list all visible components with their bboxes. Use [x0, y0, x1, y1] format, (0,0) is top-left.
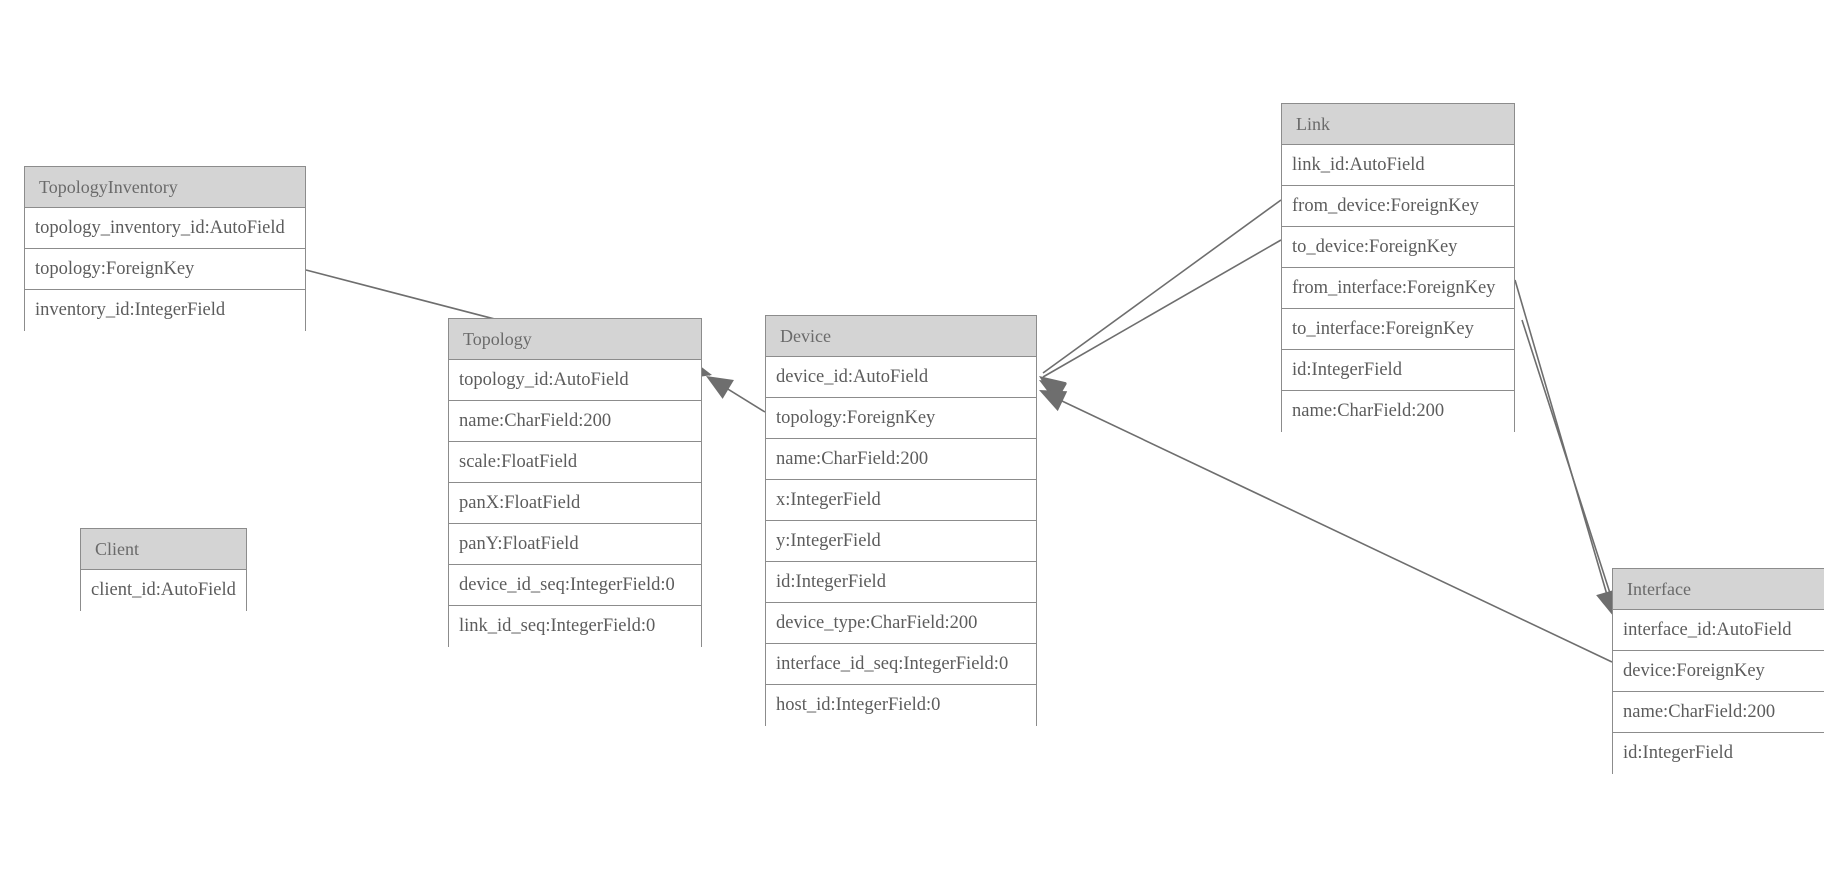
- entity-title-interface: Interface: [1613, 569, 1824, 610]
- entity-field-device-3: x:IntegerField: [766, 480, 1036, 521]
- entity-field-topologyinventory-1: topology:ForeignKey: [25, 249, 305, 290]
- relationship-line-link-from-device: [1042, 199, 1282, 374]
- entity-field-interface-3: id:IntegerField: [1613, 733, 1824, 774]
- entity-field-device-6: device_type:CharField:200: [766, 603, 1036, 644]
- entity-field-link-4: to_interface:ForeignKey: [1282, 309, 1514, 350]
- entity-field-link-6: name:CharField:200: [1282, 391, 1514, 432]
- arrowhead-icon-interface-device: [1039, 390, 1068, 412]
- entity-field-topology-6: link_id_seq:IntegerField:0: [449, 606, 701, 647]
- entity-field-topology-2: scale:FloatField: [449, 442, 701, 483]
- relationship-device-topology: [706, 376, 766, 413]
- entity-field-topology-5: device_id_seq:IntegerField:0: [449, 565, 701, 606]
- entity-title-link: Link: [1282, 104, 1514, 145]
- relationship-link-from-interface: [1514, 279, 1618, 617]
- relationship-line-link-from-interface: [1514, 279, 1613, 613]
- entity-field-interface-2: name:CharField:200: [1613, 692, 1824, 733]
- entity-field-topologyinventory-2: inventory_id:IntegerField: [25, 290, 305, 331]
- entity-field-interface-0: interface_id:AutoField: [1613, 610, 1824, 651]
- relationship-line-link-to-interface: [1521, 319, 1619, 619]
- entity-field-device-4: y:IntegerField: [766, 521, 1036, 562]
- entity-title-topologyinventory: TopologyInventory: [25, 167, 305, 208]
- entity-title-client: Client: [81, 529, 246, 570]
- entity-field-topology-4: panY:FloatField: [449, 524, 701, 565]
- entity-field-topologyinventory-0: topology_inventory_id:AutoField: [25, 208, 305, 249]
- relationship-link-from-device: [1039, 199, 1282, 401]
- arrowhead-icon-device-topology: [706, 376, 734, 399]
- entity-field-client-0: client_id:AutoField: [81, 570, 246, 611]
- arrowhead-icon-link-to-device: [1039, 380, 1068, 403]
- arrowhead-icon-link-from-device: [1039, 376, 1067, 401]
- entity-field-interface-1: device:ForeignKey: [1613, 651, 1824, 692]
- entity-title-topology: Topology: [449, 319, 701, 360]
- entity-field-link-2: to_device:ForeignKey: [1282, 227, 1514, 268]
- entity-field-link-3: from_interface:ForeignKey: [1282, 268, 1514, 309]
- entity-field-link-5: id:IntegerField: [1282, 350, 1514, 391]
- entity-field-device-0: device_id:AutoField: [766, 357, 1036, 398]
- entity-field-device-7: interface_id_seq:IntegerField:0: [766, 644, 1036, 685]
- entity-field-device-5: id:IntegerField: [766, 562, 1036, 603]
- entity-field-link-1: from_device:ForeignKey: [1282, 186, 1514, 227]
- entity-field-topology-3: panX:FloatField: [449, 483, 701, 524]
- entity-field-link-0: link_id:AutoField: [1282, 145, 1514, 186]
- relationship-link-to-device: [1039, 239, 1282, 403]
- entity-title-device: Device: [766, 316, 1036, 357]
- entity-field-topology-1: name:CharField:200: [449, 401, 701, 442]
- relationship-line-interface-device: [1042, 391, 1613, 663]
- entity-field-device-1: topology:ForeignKey: [766, 398, 1036, 439]
- entity-field-topology-0: topology_id:AutoField: [449, 360, 701, 401]
- relationship-line-link-to-device: [1042, 239, 1282, 378]
- entity-field-device-8: host_id:IntegerField:0: [766, 685, 1036, 726]
- entity-field-device-2: name:CharField:200: [766, 439, 1036, 480]
- relationship-line-device-topology: [709, 377, 766, 413]
